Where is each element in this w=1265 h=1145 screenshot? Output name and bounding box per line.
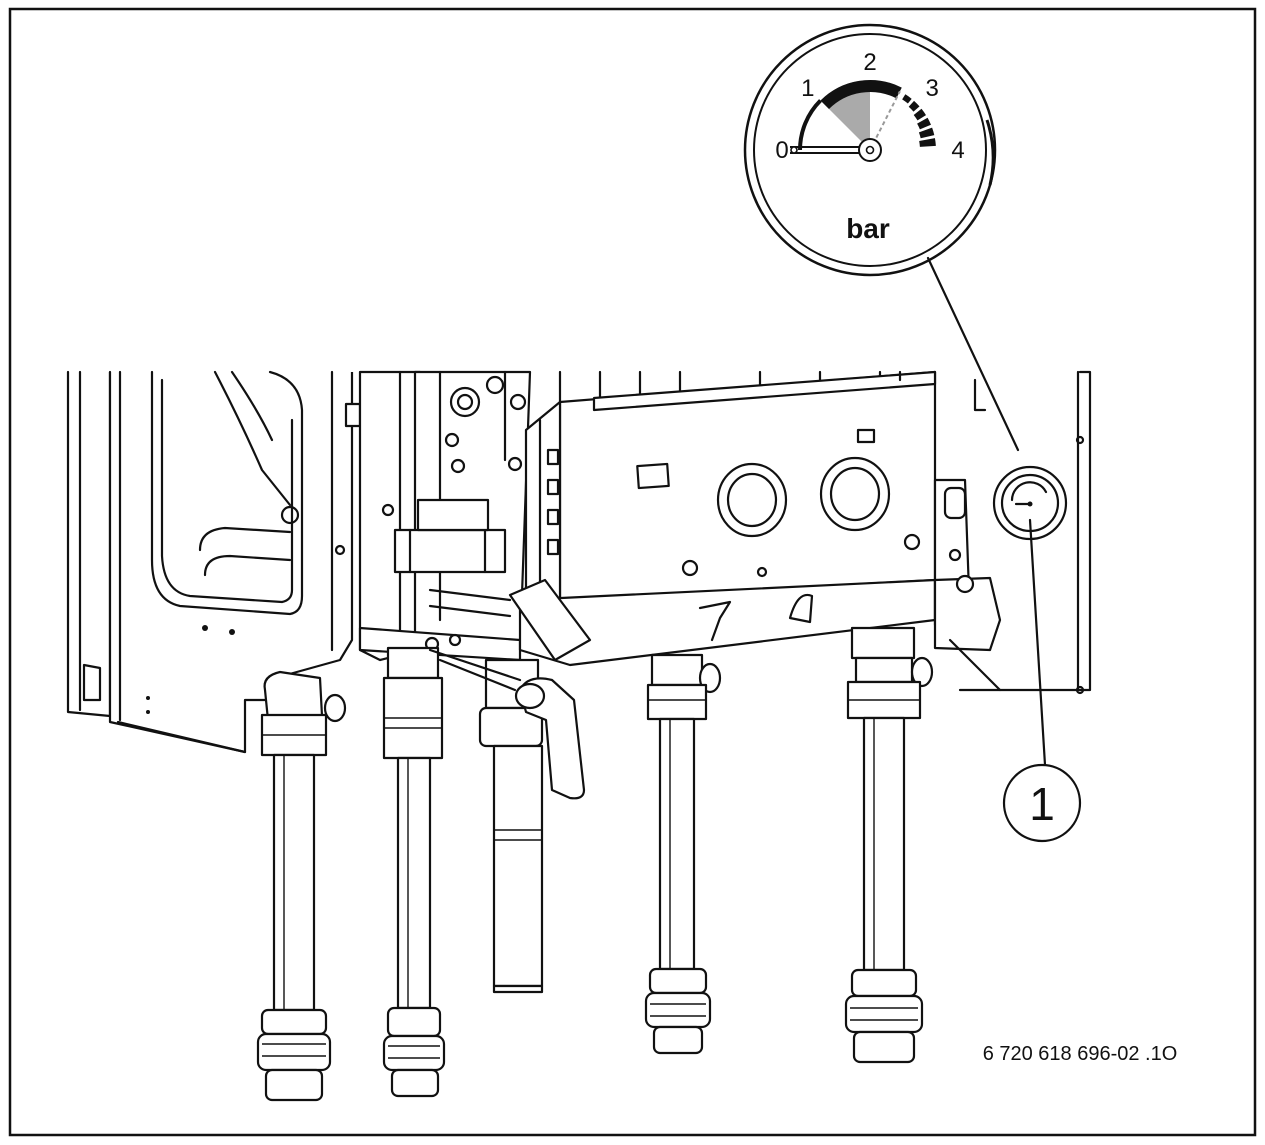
gauge-high-segment	[917, 117, 931, 130]
gauge-high-segment	[918, 127, 935, 139]
gauge-high-segment	[902, 94, 912, 104]
valve-block	[358, 370, 532, 662]
callout-leader-line	[1028, 518, 1047, 767]
gauge-tick-label: 3	[926, 75, 939, 102]
detail-leader-line	[926, 256, 1020, 452]
pipe-heating-return	[844, 626, 934, 1064]
gauge-high-segment	[919, 138, 936, 147]
gauge-unit-label: bar	[846, 213, 890, 244]
gauge-tick-label: 4	[951, 137, 964, 164]
gauge-dial: 0 1 2 3 4	[775, 49, 964, 164]
gauge-tick-label: 2	[863, 49, 876, 76]
pipe-gas-with-valve	[428, 648, 586, 994]
gauge-hub-pin	[865, 145, 875, 155]
gauge-low-arc	[798, 99, 822, 151]
gauge-high-segment	[908, 100, 920, 112]
pipe-cold-water	[644, 653, 722, 1055]
figure-frame	[8, 7, 1257, 1137]
figure-code: 6 720 618 696-02 .1O	[983, 1043, 1178, 1065]
gauge-tick-label: 1	[801, 75, 814, 102]
control-panel-housing	[508, 370, 1002, 667]
pressure-gauge-small	[992, 465, 1068, 541]
boiler-left-chassis	[66, 370, 362, 754]
wall-bracket-right	[948, 370, 1092, 695]
callout-1: 1	[1002, 763, 1082, 843]
pipe-heating-flow	[256, 670, 347, 1102]
pipe-hot-water	[382, 646, 446, 1098]
pressure-gauge-detail: 0 1 2 3 4 bar	[743, 23, 997, 277]
callout-number: 1	[1029, 778, 1055, 830]
gauge-needle-tip	[790, 146, 798, 154]
gauge-high-segment	[913, 108, 927, 121]
gauge-normal-arc	[820, 80, 902, 110]
gauge-tick-label: 0	[775, 137, 788, 164]
